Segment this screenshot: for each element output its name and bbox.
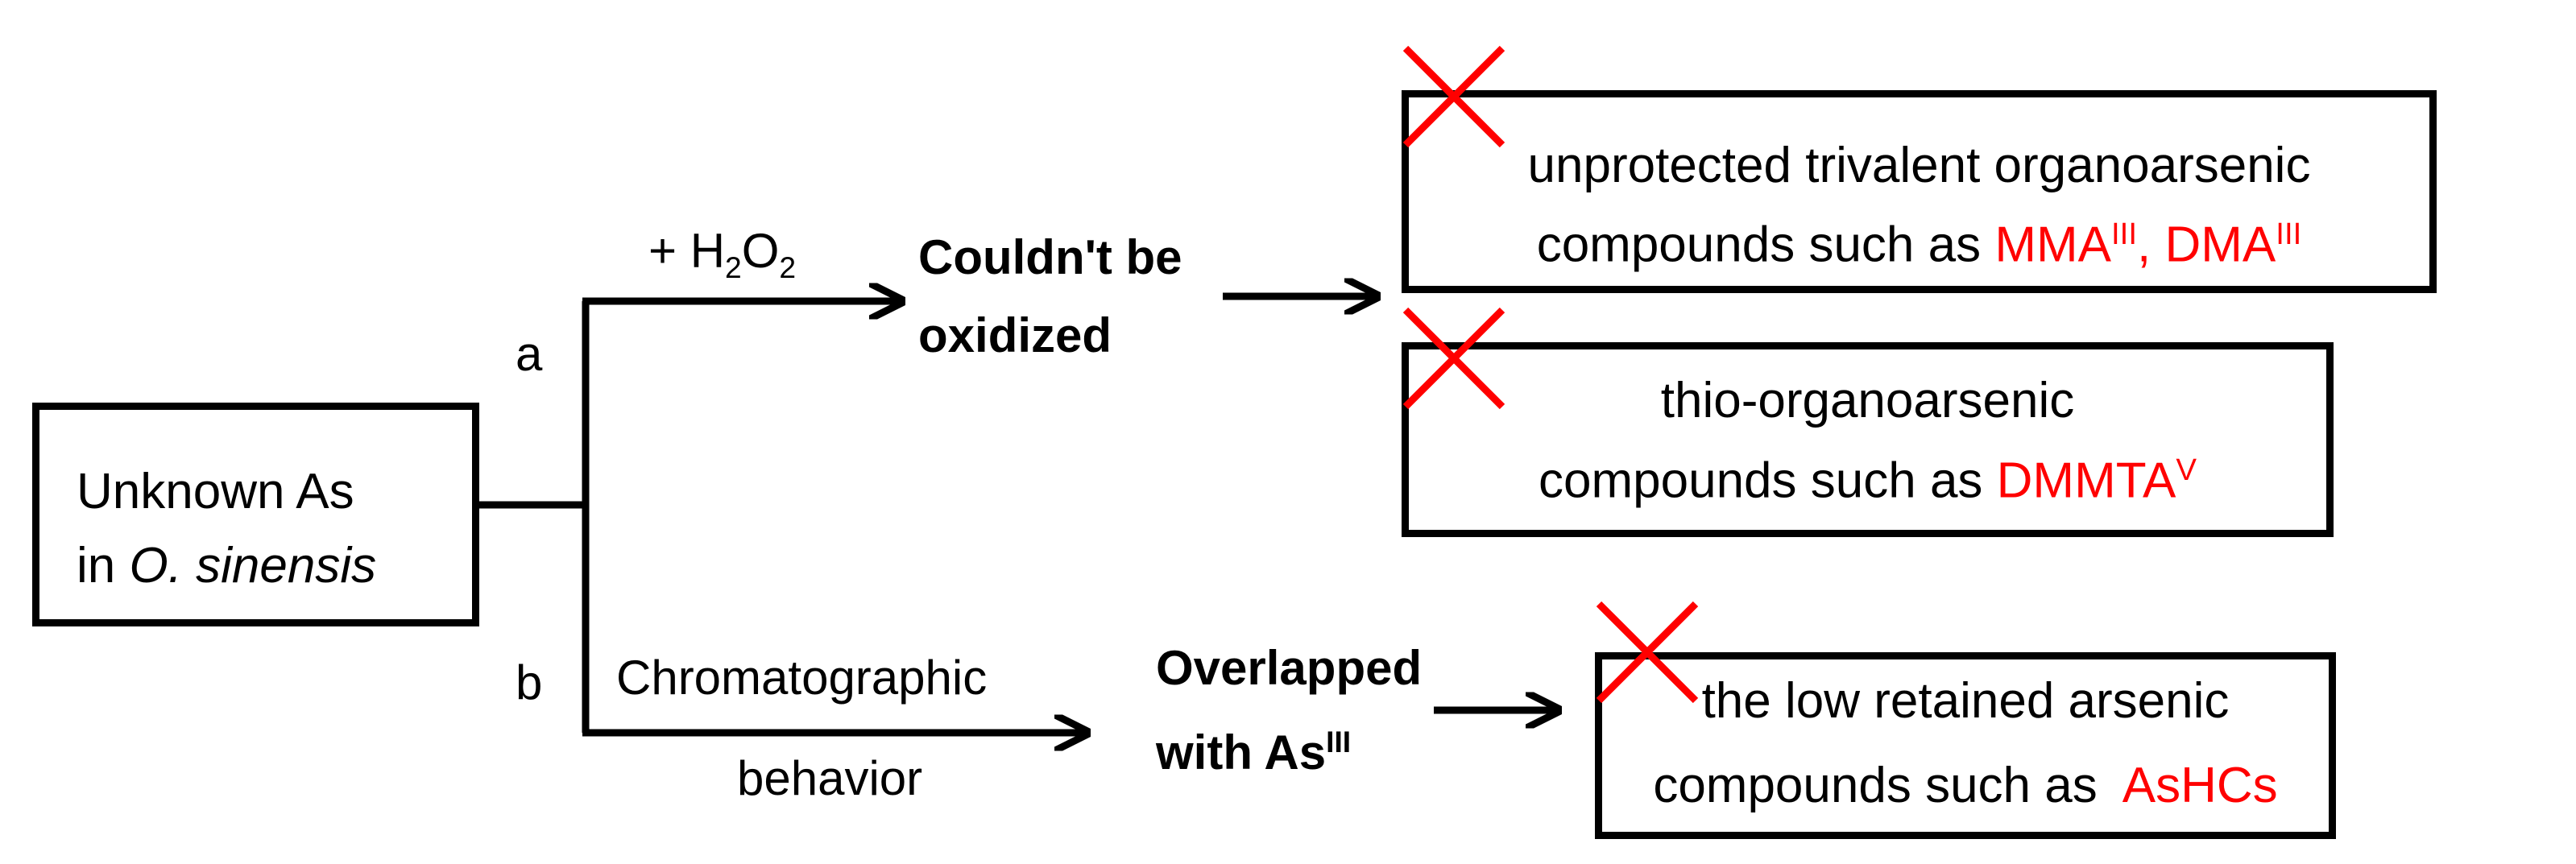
reagent-sub-1: 2: [725, 250, 742, 284]
box-a2-line-2: compounds such as DMMTAV: [1402, 453, 2334, 509]
branch-b-label-line-1: Chromatographic: [616, 651, 988, 705]
cross-icon: [1402, 307, 1505, 410]
result-a-line-1: Couldn't be: [918, 230, 1182, 284]
source-box: [32, 403, 479, 626]
result-b-line-2: with AsIII: [1156, 725, 1352, 779]
result-b-sup: III: [1326, 725, 1352, 759]
compound-dmmta: DMMTA: [1996, 453, 2176, 509]
reagent-mid: O: [741, 224, 780, 278]
source-line-1: Unknown As: [77, 464, 354, 519]
compound-separator: ,: [2137, 217, 2165, 273]
reagent-sub-2: 2: [779, 250, 797, 284]
box-b-prefix: compounds such as: [1653, 758, 2123, 813]
candidate-box-thio: [1402, 342, 2334, 537]
compound-mma-sup: III: [2111, 217, 2138, 251]
cross-icon: [1596, 601, 1699, 704]
branch-b-label-line-2: behavior: [737, 751, 923, 805]
reagent-prefix: + H: [648, 224, 726, 278]
candidate-box-low-retained: [1595, 652, 2336, 839]
compound-dma: DMA: [2164, 217, 2276, 273]
box-b-line-2: compounds such as AsHCs: [1595, 761, 2336, 811]
compound-mma: MMA: [1994, 217, 2111, 273]
box-a2-prefix: compounds such as: [1539, 453, 1997, 509]
result-b-line-1: Overlapped: [1156, 641, 1423, 695]
candidate-box-trivalent: [1402, 90, 2437, 293]
source-line-2-prefix: in: [77, 538, 130, 593]
cross-icon: [1402, 45, 1505, 148]
branch-a-letter: a: [516, 327, 543, 381]
compound-ashcs: AsHCs: [2122, 758, 2278, 813]
compound-dma-sup: III: [2276, 217, 2302, 251]
result-a-line-2: oxidized: [918, 308, 1112, 362]
branch-b-letter: b: [516, 655, 543, 709]
reagent-label: + H2O2: [648, 227, 796, 283]
box-b-line-1: the low retained arsenic: [1701, 673, 2230, 729]
species-name: O. sinensis: [129, 538, 377, 593]
box-a1-line-1: unprotected trivalent organoarsenic: [1527, 138, 2311, 193]
compound-dmmta-sup: V: [2176, 453, 2197, 487]
box-a2-line-1: thio-organoarsenic: [1660, 373, 2075, 428]
source-line-2: in O. sinensis: [77, 541, 376, 591]
result-b-line-2-prefix: with As: [1156, 726, 1327, 779]
box-a1-prefix: compounds such as: [1536, 217, 1995, 273]
box-a1-line-2: compounds such as MMAIII, DMAIII: [1402, 217, 2437, 273]
